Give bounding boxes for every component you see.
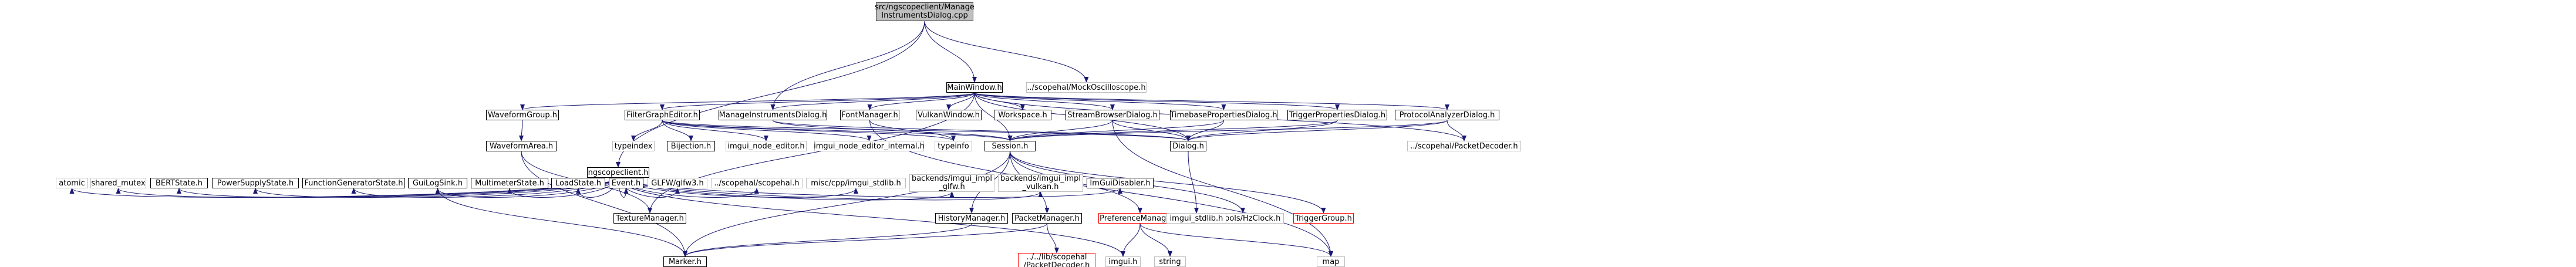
edge-protocolanalyzer-to-session	[1007, 120, 1448, 141]
edge-streambrowser-to-dialog	[1112, 120, 1191, 141]
node-fontmanager[interactable]: FontManager.h	[840, 110, 899, 120]
node-functiongenstate[interactable]: FunctionGeneratorState.h	[302, 178, 405, 188]
edge-filtergrapheditor-to-imguinodeeditor	[662, 120, 768, 141]
node-imguinodeeditor[interactable]: imgui_node_editor.h	[726, 141, 807, 151]
edge-ngscopeclient-to-imguidisabler	[618, 177, 1122, 198]
edge-packetmanager-to-libpacketdecoder	[1047, 223, 1059, 254]
edge-filtergrapheditor-to-session	[662, 120, 1013, 141]
node-imguistdlib[interactable]: misc/cpp/imgui_stdlib.h	[806, 178, 906, 188]
edge-manageinstruments-to-dialog	[773, 120, 1191, 141]
edge-mainwindow-to-manageinstruments	[770, 92, 975, 110]
node-historymanager[interactable]: HistoryManager.h	[935, 213, 1008, 224]
edge-protocolanalyzer-to-dialog	[1186, 120, 1448, 141]
edge-filtergrapheditor-to-bijection	[662, 120, 693, 141]
node-powersupplystate[interactable]: PowerSupplyState.h	[212, 178, 299, 188]
edge-dialog-to-imguistdlib2	[1188, 151, 1199, 214]
node-atomic[interactable]: atomic	[56, 178, 88, 188]
node-typeinfo[interactable]: typeinfo	[935, 141, 972, 151]
edge-filtergrapheditor-to-dialog	[662, 120, 1191, 141]
node-manageinstruments[interactable]: ManageInstrumentsDialog.h	[719, 110, 827, 120]
edge-streambrowser-to-session	[1007, 120, 1113, 141]
edge-filtergrapheditor-to-imguinodeeditorinternal	[662, 120, 872, 141]
edge-mainwindow-to-vulkanwindow	[946, 92, 975, 110]
node-packetmanager[interactable]: PacketManager.h	[1012, 213, 1082, 224]
node-imguivulkan[interactable]: backends/imgui_impl _vulkan.h	[998, 174, 1083, 192]
node-libpacketdecoder[interactable]: ../../lib/scopehal /PacketDecoder.h	[1018, 253, 1095, 267]
node-glfw3[interactable]: GLFW/glfw3.h	[648, 178, 707, 188]
edge-session-to-triggergroup	[1010, 151, 1326, 214]
node-root[interactable]: src/ngscopeclient/Manage InstrumentsDial…	[875, 2, 975, 21]
edge-timebaseprops-to-session	[1007, 120, 1224, 141]
node-texturemanager[interactable]: TextureManager.h	[613, 213, 686, 224]
edge-root-to-manageinstruments	[770, 21, 925, 110]
node-imgui[interactable]: imgui.h	[1105, 256, 1141, 267]
edge-filtergrapheditor-to-typeindex	[631, 120, 663, 141]
node-waveformgroup[interactable]: WaveformGroup.h	[486, 110, 559, 120]
node-typeindex[interactable]: typeindex	[612, 141, 655, 151]
edge-triggerprops-to-session	[1007, 120, 1338, 141]
node-imguidisabler[interactable]: ImGuiDisabler.h	[1087, 178, 1154, 188]
node-mockosc[interactable]: ../scopehal/MockOscilloscope.h	[1026, 82, 1147, 93]
node-mainwindow[interactable]: MainWindow.h	[946, 82, 1003, 93]
edge-mainwindow-to-protocolanalyzer	[974, 92, 1449, 110]
edge-mainwindow-to-streambrowser	[974, 92, 1115, 110]
edge-root-to-mainwindow	[924, 21, 977, 83]
edge-triggerprops-to-dialog	[1186, 120, 1338, 141]
edge-packetmanager-to-marker	[683, 223, 1047, 257]
edge-mainwindow-to-session	[974, 92, 1013, 141]
node-sharedmutex[interactable]: shared_mutex	[90, 178, 146, 188]
edge-historymanager-to-marker	[683, 223, 972, 257]
edge-waveformgroup-to-waveformarea	[519, 120, 524, 141]
node-waveformarea[interactable]: WaveformArea.h	[486, 141, 557, 151]
edge-mainwindow-to-triggerprops	[974, 92, 1340, 110]
node-imguinodeeditorinternal[interactable]: imgui_node_editor_internal.h	[814, 141, 925, 151]
edge-waveformarea-to-marker	[521, 151, 687, 257]
edge-root-to-mockosc	[924, 21, 1089, 83]
node-filtergrapheditor[interactable]: FilterGraphEditor.h	[625, 110, 700, 120]
node-ngscopeclient[interactable]: ngscopeclient.h	[587, 167, 649, 178]
node-loadstate[interactable]: LoadState.h	[551, 178, 605, 188]
edge-protocolanalyzer-to-packetdecoder	[1447, 120, 1466, 141]
node-multimeterstate[interactable]: MultimeterState.h	[471, 178, 548, 188]
node-marker[interactable]: Marker.h	[663, 256, 707, 267]
node-preferencemanager[interactable]: PreferenceManager.h	[1098, 213, 1182, 224]
node-imguistdlib2[interactable]: imgui_stdlib.h	[1166, 213, 1226, 224]
edge-preferencemanager-to-imgui	[1121, 223, 1141, 257]
edge-mainwindow-to-waveformgroup	[520, 92, 975, 110]
edge-preferencemanager-to-map	[1139, 223, 1333, 257]
node-scopehal[interactable]: ../scopehal/scopehal.h	[711, 178, 803, 188]
edge-ngscopeclient-to-imgui	[618, 177, 1125, 257]
edge-preferencemanager-to-string	[1139, 223, 1172, 257]
node-session[interactable]: Session.h	[984, 141, 1036, 151]
edge-streambrowser-to-map	[1112, 120, 1333, 257]
node-dialog[interactable]: Dialog.h	[1170, 141, 1206, 151]
node-event[interactable]: Event.h	[609, 178, 643, 188]
node-triggerprops[interactable]: TriggerPropertiesDialog.h	[1287, 110, 1387, 120]
node-map[interactable]: map	[1317, 256, 1345, 267]
edge-mainwindow-to-timebaseprops	[974, 92, 1226, 110]
node-imguiglfw[interactable]: backends/imgui_impl _glfw.h	[909, 174, 994, 192]
edge-mainwindow-to-fontmanager	[867, 92, 975, 110]
node-protocolanalyzer[interactable]: ProtocolAnalyzerDialog.h	[1395, 110, 1499, 120]
node-streambrowser[interactable]: StreamBrowserDialog.h	[1066, 110, 1159, 120]
node-string[interactable]: string	[1154, 256, 1186, 267]
node-timebaseprops[interactable]: TimebasePropertiesDialog.h	[1170, 110, 1277, 120]
node-vulkanwindow[interactable]: VulkanWindow.h	[916, 110, 982, 120]
edge-mainwindow-to-filtergrapheditor	[660, 92, 975, 110]
edge-fontmanager-to-typeinfo	[869, 120, 956, 141]
node-triggergroup[interactable]: TriggerGroup.h	[1293, 213, 1354, 224]
node-guilogsink[interactable]: GuiLogSink.h	[408, 178, 467, 188]
edge-filtergrapheditor-to-typeinfo	[662, 120, 956, 141]
node-bertstate[interactable]: BERTState.h	[150, 178, 208, 188]
edge-guilogsink-to-marker	[437, 188, 687, 257]
node-bijection[interactable]: Bijection.h	[667, 141, 715, 151]
edge-manageinstruments-to-session	[773, 120, 1013, 141]
node-packetdecoder[interactable]: ../scopehal/PacketDecoder.h	[1407, 141, 1521, 151]
edge-session-to-marker	[683, 151, 1010, 257]
node-workspace[interactable]: Workspace.h	[994, 110, 1051, 120]
